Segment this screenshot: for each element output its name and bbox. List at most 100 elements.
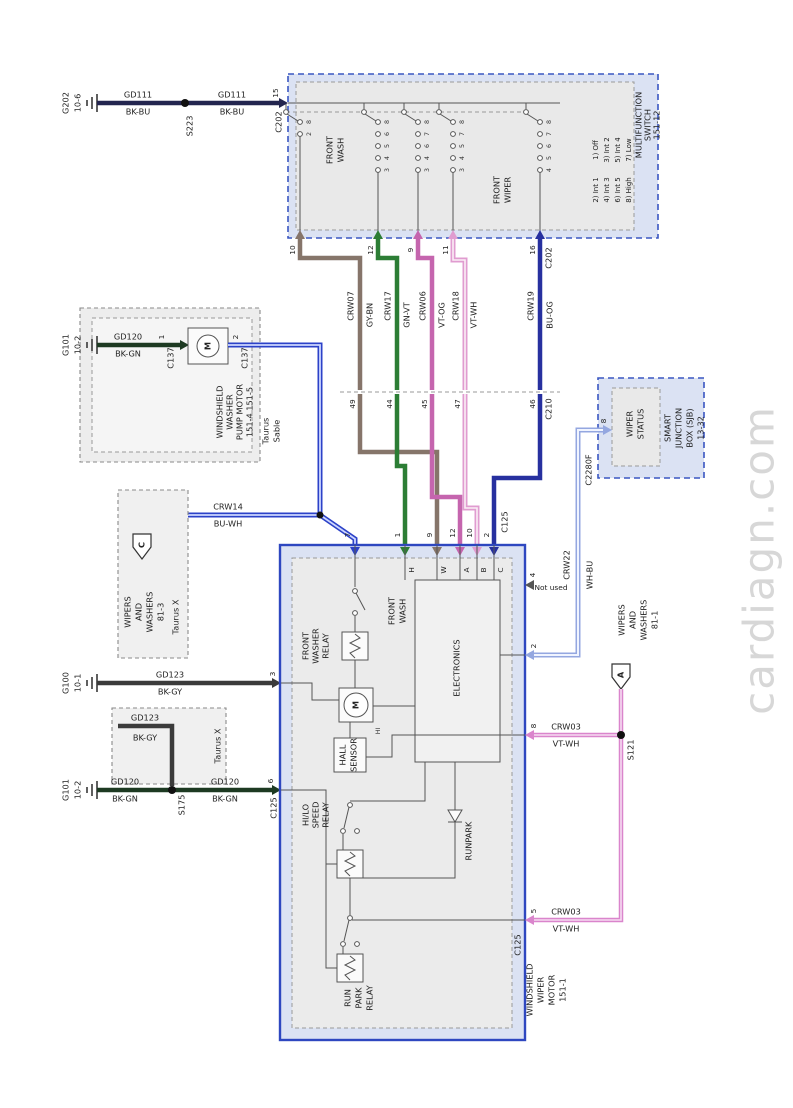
washer-relay-label: WASHER (311, 628, 321, 664)
connector-c-module: C WIPERS AND WASHERS 81-3 Taurus X (117, 489, 189, 659)
destination-label: AND (628, 611, 638, 629)
pump-title: 151-4 151-5 (245, 387, 255, 437)
svg-text:6: 6 (384, 132, 391, 136)
terminal-letter: W (439, 566, 448, 574)
pin-number: 47 (453, 399, 462, 409)
wire-id: GD120 (114, 332, 142, 342)
svg-text:7: 7 (459, 132, 466, 136)
wire-id: GD120 (111, 777, 139, 787)
svg-text:7: 7 (424, 132, 431, 136)
svg-text:7) Low: 7) Low (625, 138, 633, 161)
pin-number: 11 (441, 245, 450, 255)
wire-id: CRW22 (562, 550, 572, 580)
destination-label: WASHERS (145, 592, 155, 633)
arrow-icon (295, 230, 305, 239)
wire-color: BK-GN (112, 794, 138, 804)
runpark-relay-label: PARK (354, 987, 364, 1009)
front-wash-label: WASH (336, 138, 346, 163)
pin-number: 10 (288, 245, 297, 255)
svg-text:8: 8 (546, 120, 553, 124)
front-wash-label: FRONT (387, 596, 397, 625)
connector-a-circuit: WIPERS AND WASHERS 81-1 A S121 CRW03 VT-… (529, 600, 660, 934)
arrow-icon (180, 340, 189, 350)
svg-text:5: 5 (546, 156, 553, 160)
hall-sensor-block (333, 737, 367, 773)
multifunction-switch-box: MULTIFUNCTION SWITCH 151-12 8 2 8 6 5 4 … (283, 73, 662, 239)
crw03-wire-core (529, 689, 622, 921)
connector-id: C125 (269, 797, 279, 818)
ground-ref: 10-6 (73, 94, 83, 113)
hilo-feed (342, 762, 426, 850)
washer-relay-label: RELAY (321, 632, 331, 659)
splice-id: S121 (626, 740, 636, 761)
svg-text:4: 4 (384, 156, 391, 160)
runpark-label: RUNPARK (464, 821, 474, 861)
destination-label: 81-3 (156, 603, 166, 622)
diode-symbol (447, 809, 463, 823)
svg-text:1) Off: 1) Off (592, 140, 600, 160)
smart-junction-box: WIPER STATUS SMART JUNCTION BOX (SJB) 13… (529, 377, 706, 658)
arrow-icon (535, 230, 545, 239)
wire-id: CRW03 (551, 907, 581, 917)
wire-color: WH-BU (585, 561, 595, 590)
wiper-status-label: STATUS (636, 409, 646, 440)
motor-letter: M (351, 701, 361, 709)
washer-relay-label: FRONT (301, 631, 311, 660)
connector-id: C210 (544, 398, 554, 419)
motor-title: WINDSHIELD (525, 964, 535, 1017)
variant-label: Sable (272, 420, 282, 443)
connector-id: C202 (544, 247, 554, 268)
pin-number: 3 (268, 671, 277, 676)
junction-dot (316, 511, 324, 519)
switch-lever (355, 592, 366, 611)
pin-number: 2 (231, 335, 240, 340)
pin-number: 10 (465, 528, 474, 538)
pin-number: 9 (425, 532, 434, 537)
msw-title: 151-12 (652, 110, 662, 139)
crw19-wire (491, 239, 543, 546)
wire-color: BK-BU (126, 107, 150, 117)
pin-number: 49 (348, 399, 357, 409)
svg-text:4: 4 (459, 156, 466, 160)
wire-id: GD111 (124, 90, 152, 100)
splice-dot (181, 99, 189, 107)
svg-text:6: 6 (546, 144, 553, 148)
pump-title: WASHER (225, 394, 235, 430)
arrow-icon (525, 650, 534, 660)
pin-number: 1 (157, 334, 166, 339)
ground-interior-links (281, 682, 339, 969)
wiper-switch-bank: 8 7 5 4 3 (436, 103, 466, 237)
terminal-letter: B (479, 567, 488, 572)
terminal-stubs (404, 545, 495, 580)
wire-color: BK-GY (133, 733, 158, 743)
variant-label: Taurus X (171, 599, 181, 635)
pin-number: 45 (420, 399, 429, 409)
arrow-icon (413, 230, 423, 239)
wire-id: CRW17 (383, 291, 393, 321)
ground-id: G101 (61, 334, 71, 356)
svg-text:5: 5 (384, 144, 391, 148)
wire-id: GD120 (211, 777, 239, 787)
ground-id: G101 (61, 779, 71, 801)
front-wiper-label: FRONT (492, 175, 502, 204)
wire-color: BK-GN (115, 349, 141, 359)
runpark-relay-label: RELAY (365, 984, 375, 1011)
gd111-ground-circuit: G202 10-6 GD111 BK-BU S223 GD111 BK-BU 1… (61, 88, 288, 136)
not-used-label: Not used (534, 583, 567, 592)
connector-id: C137 (240, 347, 250, 368)
wire-id: GD111 (218, 90, 246, 100)
motor-title: MOTOR (547, 974, 557, 1005)
splice-id: S175 (177, 795, 187, 816)
destination-label: AND (134, 603, 144, 621)
hilo-relay-label: RELAY (321, 801, 331, 828)
svg-text:5) Int 4: 5) Int 4 (614, 137, 622, 163)
interior-links (349, 654, 525, 758)
hilo-relay-coil (336, 849, 364, 879)
arrow-icon (525, 730, 534, 740)
connector-id: C125 (500, 511, 510, 532)
svg-text:6) Int 5: 6) Int 5 (614, 177, 622, 202)
wire-color: VT-WH (553, 924, 580, 934)
connector-arrow (611, 663, 631, 690)
svg-text:4: 4 (424, 156, 431, 160)
